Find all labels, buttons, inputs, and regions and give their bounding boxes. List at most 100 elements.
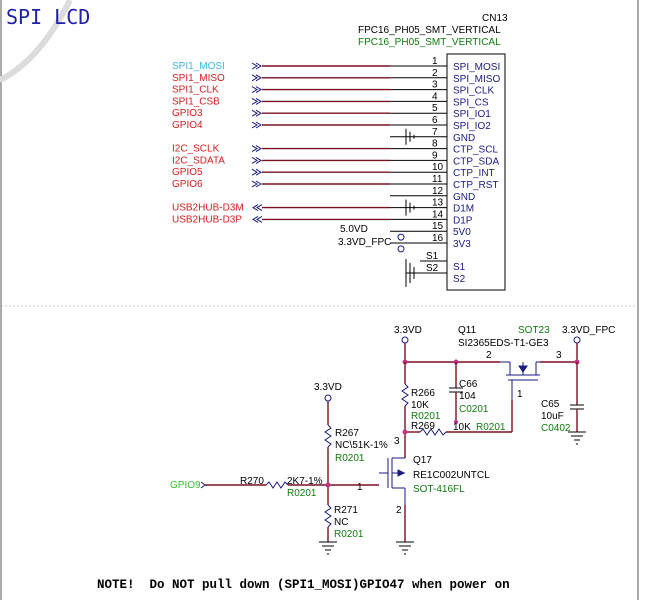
c66-value: 104 <box>459 391 476 402</box>
gpio9-port-arrow <box>200 481 206 489</box>
svg-text:I2C_SDATA: I2C_SDATA <box>172 155 225 166</box>
pin-name: D1P <box>453 215 473 226</box>
power-on-note: NOTE! Do NOT pull down (SPI1_MOSI)GPIO47… <box>97 578 510 592</box>
pin-name: D1M <box>453 204 474 215</box>
pin-name: 5V0 <box>453 227 471 238</box>
r271-value: NC <box>334 517 348 528</box>
power-terminal <box>397 245 405 253</box>
rail-left-terminal <box>324 394 332 402</box>
pin-number: 8 <box>432 139 438 150</box>
pin-number: 1 <box>432 56 438 67</box>
q17-pin-g: 1 <box>357 482 363 493</box>
pin-number: 11 <box>432 174 443 185</box>
net-label-i2c_sclk: I2C_SCLK <box>172 144 390 155</box>
r270-value: 2K7-1% <box>287 476 323 487</box>
r270-resistor <box>265 481 289 489</box>
pin-number: 6 <box>432 115 438 126</box>
pin-number: 10 <box>432 162 444 173</box>
svg-text:I2C_SCLK: I2C_SCLK <box>172 144 220 155</box>
svg-text:SPI1_MOSI: SPI1_MOSI <box>172 61 225 72</box>
svg-text:USB2HUB-D3P: USB2HUB-D3P <box>172 214 242 225</box>
svg-text:SPI1_CSB: SPI1_CSB <box>172 96 220 107</box>
c65-value: 10uF <box>541 411 564 422</box>
q11-ref: Q11 <box>458 325 477 336</box>
net-label-5v0: 5.0VD <box>340 224 368 235</box>
pin-name: GND <box>453 192 475 203</box>
r270-pkg: R0201 <box>287 488 317 499</box>
r271-ref: R271 <box>334 505 358 516</box>
pin-number: 13 <box>432 198 444 209</box>
pin-name: CTP_RST <box>453 180 499 191</box>
pin-number: 3 <box>432 80 438 91</box>
svg-text:S1: S1 <box>426 251 439 262</box>
svg-text:S2: S2 <box>426 263 439 274</box>
svg-text:GPIO6: GPIO6 <box>172 179 203 190</box>
r266-value: 10K <box>411 400 429 411</box>
q11-pkg: SOT23 <box>518 325 550 336</box>
pin-number: 9 <box>432 150 438 161</box>
r267-resistor <box>324 424 332 448</box>
c65-ground-symbol <box>568 431 586 445</box>
q17-part: RE1C002UNTCL <box>413 470 490 481</box>
net-label-spi1_miso: SPI1_MISO <box>172 73 390 84</box>
watermark-arc <box>0 0 73 83</box>
net-label-spi1_csb: SPI1_CSB <box>172 96 390 107</box>
rail-label-3v3vd: 3.3VD <box>394 325 422 336</box>
pin-name: SPI_MOSI <box>453 62 500 73</box>
q11-part: SI2365EDS-T1-GE3 <box>458 338 549 349</box>
pin-number: 7 <box>432 127 438 138</box>
c66-pkg: C0201 <box>459 404 489 415</box>
r266-ref: R266 <box>411 388 435 399</box>
q11-pmos-symbol <box>500 361 540 400</box>
r269-resistor <box>419 428 447 436</box>
r266-pkg: R0201 <box>411 411 441 422</box>
connector-part-2: FPC16_PH05_SMT_VERTICAL <box>358 37 501 48</box>
pin-name: CTP_SCL <box>453 145 498 156</box>
sheet-title: SPI LCD <box>6 5 90 29</box>
power-terminal <box>397 233 405 241</box>
pin-number: 14 <box>432 209 444 220</box>
net-label-3v3-fpc: 3.3VD_FPC <box>338 237 391 248</box>
c66-ref: C66 <box>459 379 478 390</box>
svg-text:SPI1_CLK: SPI1_CLK <box>172 85 219 96</box>
svg-text:S2: S2 <box>453 274 466 285</box>
net-label-gpio5: GPIO5 <box>172 167 390 178</box>
pin-name: SPI_CS <box>453 97 489 108</box>
q17-ground-symbol <box>396 541 414 555</box>
svg-text:GPIO3: GPIO3 <box>172 108 203 119</box>
rail-3v3vd-terminal <box>401 336 409 344</box>
net-label-usb2hub-d3m: USB2HUB-D3M <box>172 203 390 214</box>
r267-value: NC\51K-1% <box>335 440 388 451</box>
svg-text:GPIO4: GPIO4 <box>172 120 203 131</box>
gpio9-net-label: GPIO9 <box>170 480 201 491</box>
shield-ground-symbol <box>405 259 420 287</box>
power-switch-circuit: 3.3VD 3.3VD_FPC Q11 SOT23 SI2365EDS-T1-G… <box>170 325 615 555</box>
pin-ground-symbol <box>405 199 415 216</box>
c65-ref: C65 <box>541 399 560 410</box>
net-label-usb2hub-d3p: USB2HUB-D3P <box>172 214 390 225</box>
rail-label-3v3vd-fpc: 3.3VD_FPC <box>562 325 615 336</box>
q17-pkg: SOT-416FL <box>413 484 465 495</box>
pin-number: 12 <box>432 186 444 197</box>
svg-text:GPIO5: GPIO5 <box>172 167 203 178</box>
q17-pin-s: 2 <box>396 505 402 516</box>
pin-number: 5 <box>432 103 438 114</box>
svg-text:USB2HUB-D3M: USB2HUB-D3M <box>172 203 244 214</box>
r269-value: 10K <box>453 422 471 433</box>
pin-name: SPI_IO1 <box>453 109 491 120</box>
